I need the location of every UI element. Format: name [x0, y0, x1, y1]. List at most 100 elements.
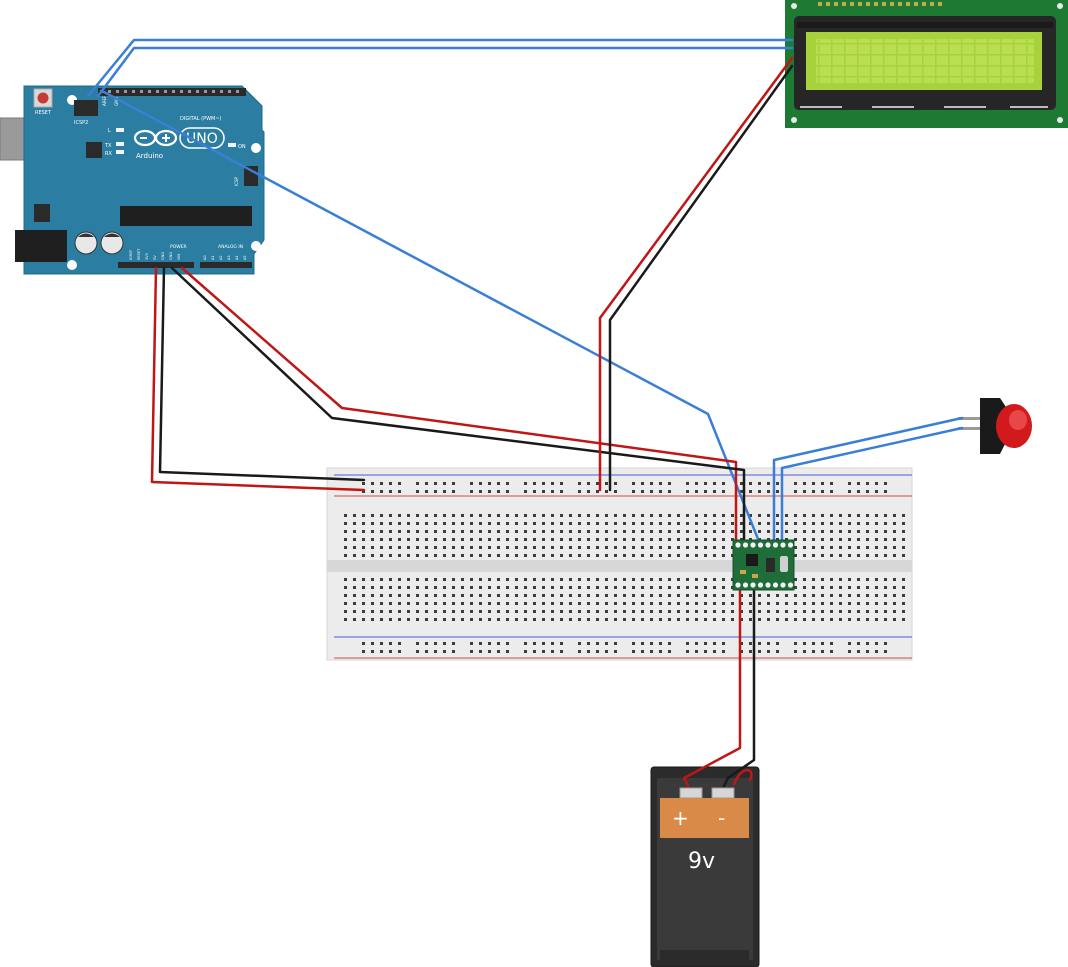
- atmega-chip: [120, 206, 252, 226]
- battery-plus-label: +: [672, 806, 689, 830]
- digital-pin: [172, 90, 175, 93]
- push-button[interactable]: [958, 398, 1032, 454]
- arduino-logo: UNO Arduino: [133, 127, 225, 160]
- lcd-pin: [898, 2, 902, 6]
- power-header: [118, 262, 194, 268]
- digital-pin: [236, 90, 239, 93]
- led-tx-label: TX: [104, 143, 112, 149]
- wire-button-module-1[interactable]: [772, 416, 964, 546]
- 9v-battery: + - 9v: [650, 766, 760, 967]
- power-jack: [15, 230, 67, 262]
- aref-label: AREF: [102, 95, 107, 106]
- pin-label: A4: [235, 255, 239, 260]
- digital-pin: [228, 90, 231, 93]
- digital-pin: [132, 90, 135, 93]
- pin-label: VIN: [177, 254, 181, 260]
- digital-pin: [148, 90, 151, 93]
- wire-module-battery-red[interactable]: [682, 588, 742, 788]
- wire-arduino-5v-rail[interactable]: [150, 266, 366, 492]
- module-pin: [742, 582, 749, 588]
- brand-label: Arduino: [136, 152, 163, 160]
- wire-module-battery-black[interactable]: [722, 588, 756, 788]
- pin-label: A5: [243, 255, 247, 260]
- digital-pin: [196, 90, 199, 93]
- module-pin: [780, 542, 786, 548]
- digital-pin: [204, 90, 207, 93]
- battery-voltage-label: 9v: [688, 849, 715, 874]
- pin-label: GND: [169, 252, 173, 260]
- model-label: UNO: [186, 131, 218, 147]
- capacitor: [100, 231, 124, 255]
- capacitor: [74, 231, 98, 255]
- top-terminal-holes: [338, 510, 905, 558]
- module-pin: [757, 582, 764, 588]
- led-rx-label: RX: [105, 151, 112, 157]
- module-pin: [742, 542, 749, 548]
- digital-pin: [116, 90, 119, 93]
- usb-chip: [86, 142, 102, 158]
- battery-label-strip: [660, 798, 749, 838]
- analog-pin-labels: A0 A1 A2 A3 A4 A5: [203, 255, 247, 260]
- module-pin: [780, 582, 786, 588]
- wire-button-module-2[interactable]: [780, 426, 964, 546]
- wire-arduino-gnd-rail[interactable]: [158, 266, 366, 482]
- led-l-label: L: [108, 128, 111, 134]
- breadboard: [326, 467, 913, 661]
- module-pin: [765, 582, 771, 588]
- lcd-pin: [906, 2, 910, 6]
- module-pins-top: [735, 542, 794, 548]
- icsp2-header: [74, 100, 98, 116]
- reset-label: RESET: [35, 110, 52, 116]
- digital-pin: [220, 90, 223, 93]
- wire-arduino-module-red[interactable]: [180, 266, 738, 546]
- digital-pin: [212, 90, 215, 93]
- digital-pin: [156, 90, 159, 93]
- lcd-pin: [922, 2, 926, 6]
- bottom-rail-holes: [356, 640, 887, 656]
- module-pin: [787, 582, 794, 588]
- lcd-pin-header: [818, 2, 942, 6]
- wire-rail-lcd-black[interactable]: [608, 64, 794, 492]
- battery-terminal-minus: [711, 787, 735, 799]
- lcd-pin: [930, 2, 934, 6]
- pin-label: A1: [211, 255, 215, 260]
- module-pin: [735, 542, 741, 548]
- pin-label: 5V: [153, 255, 157, 260]
- wire-arduino-module[interactable]: [102, 90, 762, 546]
- lcd-pin: [826, 2, 830, 6]
- digital-pin: [180, 90, 183, 93]
- lcd-pin: [866, 2, 870, 6]
- digital-pin: [108, 90, 111, 93]
- module-pin: [750, 582, 756, 588]
- lcd-pin: [938, 2, 942, 6]
- wire-rail-lcd-red[interactable]: [598, 56, 794, 492]
- lcd-16x2-display: [785, 0, 1068, 128]
- wire-arduino-lcd-2[interactable]: [96, 46, 794, 98]
- pin-label: IOREF: [129, 250, 133, 260]
- arduino-uno-board: RESET ICSP2 AREF GND DIGITAL (PWM~) UNO …: [0, 85, 265, 275]
- lcd-pin: [834, 2, 838, 6]
- top-rail-holes: [356, 477, 887, 493]
- wire-arduino-module-black[interactable]: [170, 266, 746, 546]
- power-label: POWER: [170, 244, 187, 250]
- wire-arduino-lcd-1[interactable]: [86, 38, 794, 98]
- lcd-pin: [882, 2, 886, 6]
- digital-label: DIGITAL (PWM~): [180, 116, 222, 122]
- pin-label: 3V3: [145, 253, 149, 260]
- module-pin: [772, 542, 779, 548]
- module-pin: [772, 582, 779, 588]
- digital-pin: [140, 90, 143, 93]
- digital-pins: [100, 90, 239, 93]
- pin-label: A0: [203, 255, 207, 260]
- lcd-pin: [858, 2, 862, 6]
- pin-label: RESET: [137, 248, 141, 260]
- pin-label: A3: [227, 255, 231, 260]
- module-pin: [750, 542, 756, 548]
- pin-label: A2: [219, 255, 223, 260]
- module-pin: [757, 542, 764, 548]
- digital-pin: [164, 90, 167, 93]
- icsp2-label: ICSP2: [74, 120, 88, 126]
- gnd-label: GND: [114, 97, 119, 106]
- battery-terminal-plus: [679, 787, 703, 799]
- lcd-pin: [818, 2, 822, 6]
